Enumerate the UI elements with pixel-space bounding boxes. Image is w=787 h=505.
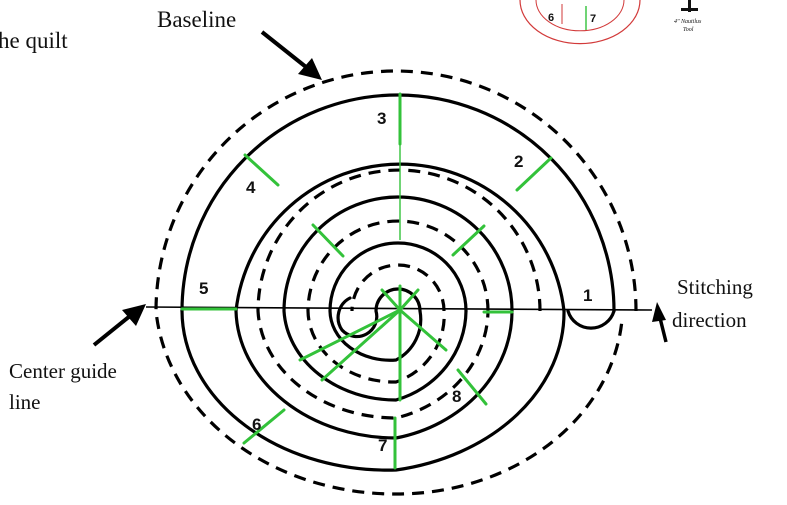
- inset-tool-image: 6 7 4" Nautilus Tool: [519, 0, 702, 45]
- stitching-direction-label-line2: direction: [672, 308, 747, 332]
- tool-crossbar-icon: [681, 8, 698, 11]
- center-guide-arrow-icon: [92, 304, 146, 347]
- segment-numbers: 1 2 3 4 5 6 7 8: [199, 109, 592, 455]
- segment-number-3: 3: [377, 109, 386, 128]
- green-guide-lines: [180, 92, 553, 470]
- inset-number-6: 6: [548, 12, 554, 24]
- segment-number-6: 6: [252, 415, 261, 434]
- segment-number-7: 7: [378, 436, 387, 455]
- stitching-direction-label-line1: Stitching: [677, 275, 753, 299]
- start-loop: [566, 309, 616, 330]
- segment-number-2: 2: [514, 152, 523, 171]
- outer-dashed-baseline: [154, 69, 638, 496]
- tool-handle-icon: [688, 0, 691, 12]
- baseline-label: Baseline: [157, 7, 236, 32]
- stitching-direction-arrow-icon: [652, 302, 668, 343]
- baseline-arrow-icon: [260, 30, 322, 80]
- spiral-dashed-curves: [256, 168, 542, 420]
- center-guide-label-line1: Center guide: [9, 359, 117, 383]
- inset-caption-line2: Tool: [683, 27, 694, 33]
- center-guide-label-line2: line: [9, 390, 41, 414]
- inset-number-7: 7: [590, 13, 596, 25]
- inset-caption-line1: 4" Nautilus: [674, 18, 702, 25]
- segment-number-8: 8: [452, 387, 461, 406]
- segment-number-4: 4: [246, 178, 256, 197]
- spiral-solid-curves: [180, 93, 616, 472]
- top-left-text-fragment: he quilt: [0, 28, 68, 53]
- segment-number-1: 1: [583, 286, 592, 305]
- segment-number-5: 5: [199, 279, 208, 298]
